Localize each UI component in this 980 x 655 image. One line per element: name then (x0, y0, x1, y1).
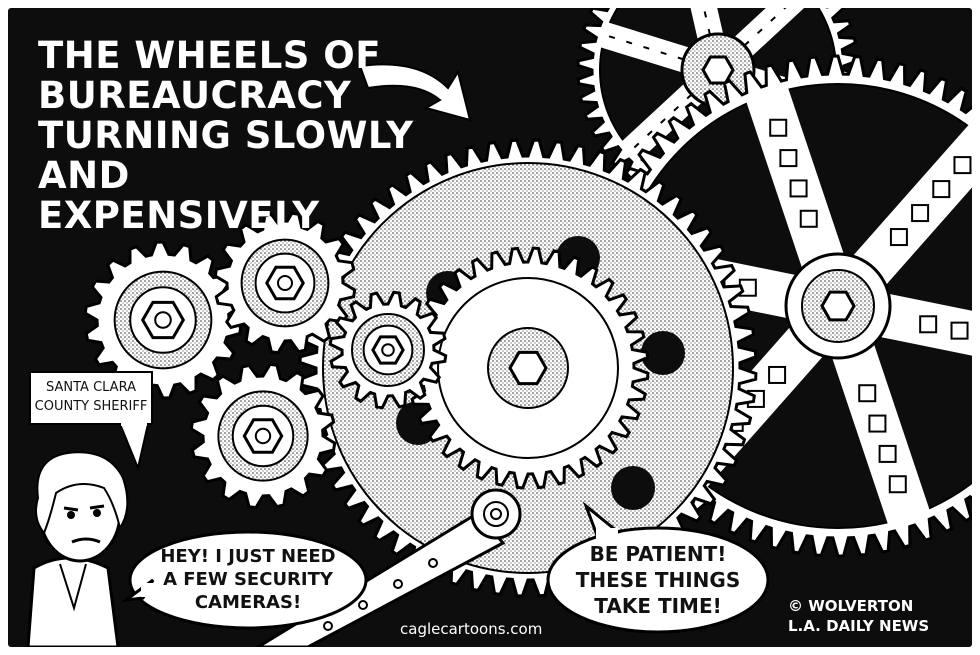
left-gear-middle (213, 211, 357, 355)
credit-line-1: © WOLVERTON (788, 597, 914, 615)
sheriff-speech-text: HEY! I JUST NEED A FEW SECURITY CAMERAS! (148, 545, 348, 614)
title-line-2: BUREAUCRACY (38, 74, 352, 117)
central-large-gear (298, 138, 758, 598)
artist-credit: © WOLVERTON L.A. DAILY NEWS (788, 596, 929, 636)
gear-speech-text: BE PATIENT! THESE THINGS TAKE TIME! (558, 541, 758, 619)
left-gear-bottom (189, 362, 337, 510)
sheriff-label-line-1: SANTA CLARA (46, 380, 136, 395)
sheriff-speech-bubble (120, 530, 368, 630)
cartoon-panel: THE WHEELS OF BUREAUCRACY TURNING SLOWLY… (8, 8, 972, 647)
cartoon-title: THE WHEELS OF BUREAUCRACY TURNING SLOWLY… (38, 36, 418, 236)
gear-speech-line-3: TAKE TIME! (594, 594, 722, 618)
sheriff-label-line-2: COUNTY SHERIFF (34, 399, 148, 414)
sheriff-figure (26, 451, 129, 647)
title-line-3: TURNING SLOWLY (38, 114, 414, 157)
sheriff-label-box (29, 371, 153, 472)
sheriff-speech-line-1: HEY! I JUST NEED (160, 546, 336, 567)
gears-illustration (26, 8, 972, 647)
arrow-icon (358, 63, 472, 122)
sheriff-speech-line-3: CAMERAS! (194, 592, 302, 613)
small-connecting-gear (328, 290, 448, 410)
gear-speech-bubble (546, 501, 770, 634)
sheriff-label: SANTA CLARA COUNTY SHERIFF (30, 378, 152, 416)
credit-line-2: L.A. DAILY NEWS (788, 617, 930, 635)
gear-speech-line-2: THESE THINGS (575, 568, 741, 592)
website-caption: caglecartoons.com (400, 620, 543, 638)
title-line-4: AND EXPENSIVELY (38, 154, 320, 237)
title-line-1: THE WHEELS OF (38, 34, 382, 77)
sheriff-speech-line-2: A FEW SECURITY (163, 569, 333, 590)
gear-speech-line-1: BE PATIENT! (589, 542, 727, 566)
left-gear-top (83, 240, 243, 400)
